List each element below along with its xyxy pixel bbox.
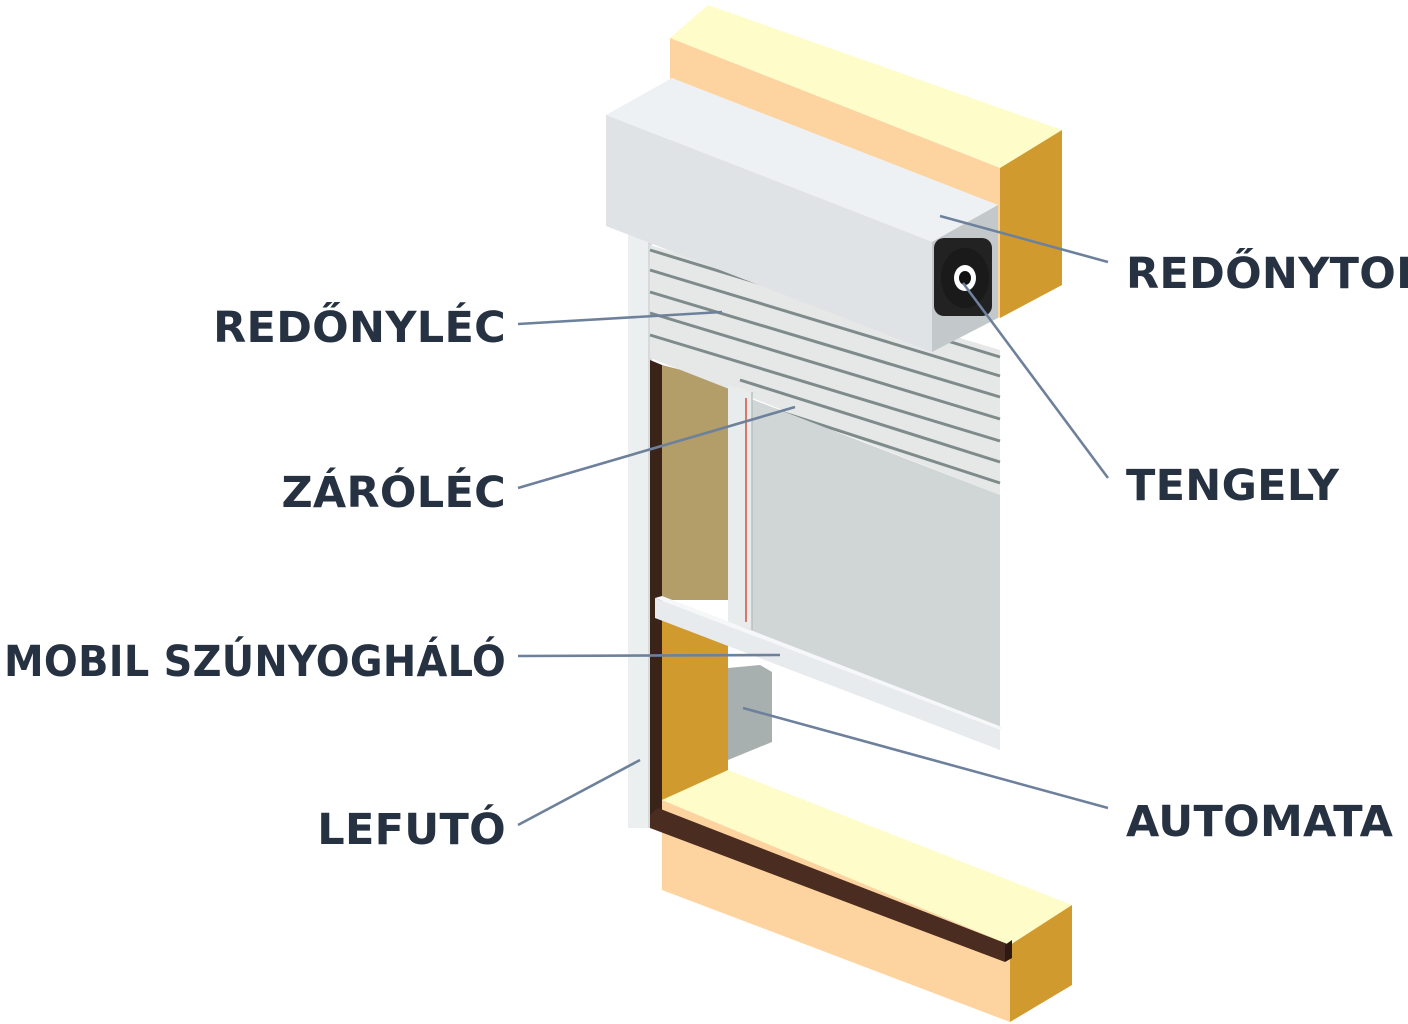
leader-lines [517,214,1110,827]
leader-zarolec [517,405,796,490]
leader-tengely [961,282,1110,479]
label-redonylec: REDŐNYLÉC [213,302,506,353]
label-zarolec: ZÁRÓLÉC [281,467,506,518]
wall-jamb [650,360,728,828]
label-automata: AUTOMATA [1126,797,1394,847]
axle [934,238,992,316]
side-rail [628,230,652,828]
labels: REDŐNYTOK TENGELY AUTOMATA REDŐNYLÉC ZÁR… [4,248,1408,855]
wall-sill [650,770,1072,1022]
net-bottom-bar [655,596,1002,750]
leader-automata [742,706,1109,810]
label-redonytok: REDŐNYTOK [1126,248,1408,299]
label-lefuto: LEFUTÓ [317,804,506,855]
label-tengely: TENGELY [1126,461,1340,511]
automata-unit [728,665,772,760]
label-mobil-szunyoghalo: MOBIL SZÚNYOGHÁLÓ [4,636,506,687]
leader-mobil-szunyoghalo [517,653,781,658]
leader-redonytok [939,214,1109,264]
leader-lefuto [517,758,641,827]
leader-redonylec [517,310,723,326]
